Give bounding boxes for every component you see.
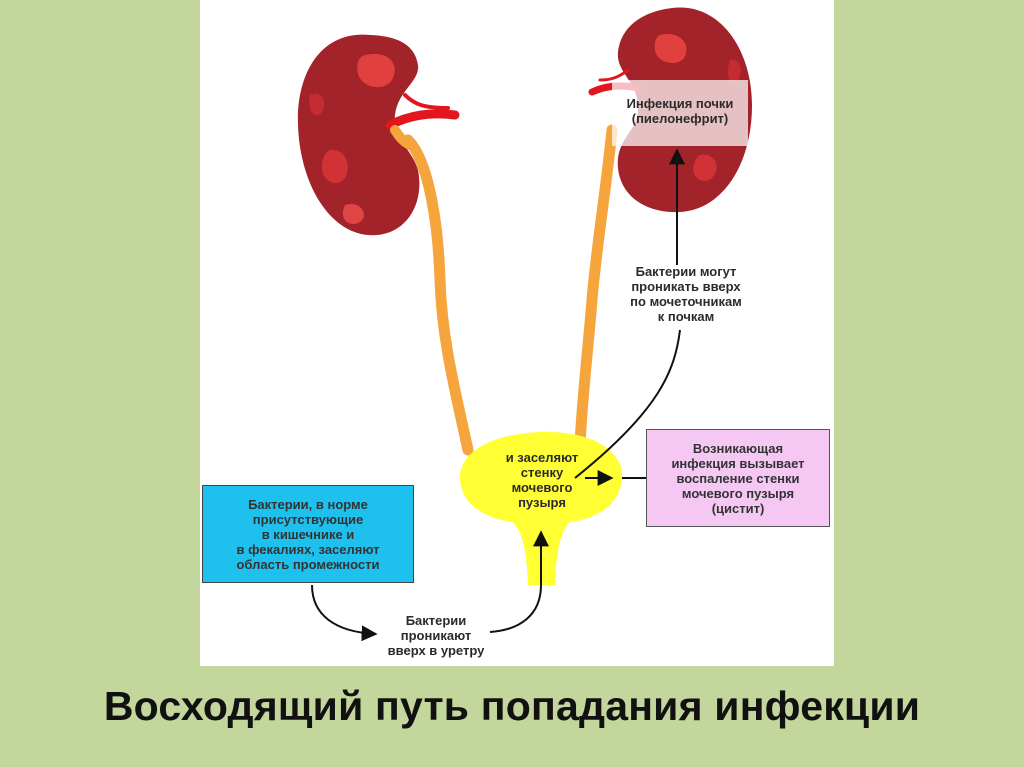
bladder-label: и заселяют стенку мочевого пузыря: [505, 450, 579, 510]
ureter-bacteria-label: Бактерии могут проникать вверх по мочето…: [630, 264, 742, 324]
right-ureter: [574, 124, 618, 451]
bladder: [459, 431, 623, 585]
urethra-label: Бактерии проникают вверх в уретру: [387, 613, 485, 658]
intestine-bacteria-box: Бактерии, в норме присутствующие в кишеч…: [202, 485, 414, 583]
cystitis-box: Возникающая инфекция вызывает воспаление…: [646, 429, 830, 527]
kidney-infection-label: Инфекция почки (пиелонефрит): [626, 96, 734, 126]
arrow-intestine-to-urethra: [311, 584, 378, 642]
arrow-ureter-to-bladder: [574, 329, 681, 479]
cystitis-text: Возникающая инфекция вызывает воспаление…: [671, 440, 805, 516]
intestine-bacteria-text: Бактерии, в норме присутствующие в кишеч…: [236, 496, 380, 572]
arrow-from-urethra: [489, 584, 542, 633]
left-ureter: [402, 134, 474, 456]
left-kidney: [297, 34, 460, 236]
slide-title: Восходящий путь попадания инфекции: [103, 683, 921, 729]
right-kidney: [588, 7, 752, 213]
